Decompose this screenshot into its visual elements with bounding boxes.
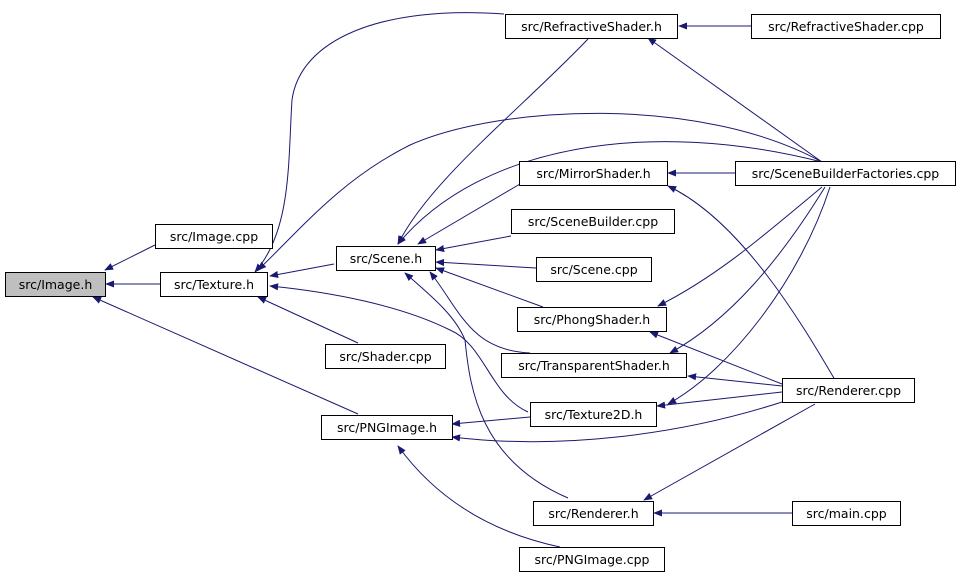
edge-scenebuilderfactories-cpp-to-texture2d-h <box>667 186 831 405</box>
edge-renderer-h-to-scene-h <box>404 272 569 499</box>
edge-scenebuilderfactories-cpp-to-scene-h <box>397 141 823 245</box>
node-phongshader-h[interactable]: src/PhongShader.h <box>517 307 667 332</box>
edge-pngimage-cpp-to-pngimage-h <box>397 445 561 548</box>
edge-pngimage-h-to-image-h <box>92 296 359 415</box>
edge-renderer-cpp-to-mirrorshader-h <box>667 185 836 381</box>
node-renderer-h[interactable]: src/Renderer.h <box>533 501 654 526</box>
node-refractiveshader-h[interactable]: src/RefractiveShader.h <box>505 14 678 39</box>
node-image-cpp[interactable]: src/Image.cpp <box>155 224 273 249</box>
edge-texture2d-h-to-pngimage-h <box>451 416 531 427</box>
edge-refractiveshader-h-to-scene-h <box>397 38 589 245</box>
node-pngimage-cpp[interactable]: src/PNGImage.cpp <box>519 547 665 572</box>
edge-shader-cpp-to-texture-h <box>257 296 359 344</box>
edge-transparentshader-h-to-scene-h <box>429 271 531 354</box>
edge-scenebuilderfactories-cpp-to-refractiveshader-h <box>647 37 823 163</box>
edge-renderer-cpp-to-transparentshader-h <box>687 373 783 387</box>
node-renderer-cpp[interactable]: src/Renderer.cpp <box>782 378 915 403</box>
edge-scene-h-to-texture-h <box>269 263 335 279</box>
node-main-cpp[interactable]: src/main.cpp <box>792 501 901 526</box>
edge-mirrorshader-h-to-scene-h <box>417 183 521 245</box>
edge-renderer-cpp-to-texture2d-h <box>656 391 783 409</box>
node-texture-h[interactable]: src/Texture.h <box>160 272 268 297</box>
edge-image-cpp-to-image-h <box>104 244 156 271</box>
node-transparentshader-h[interactable]: src/TransparentShader.h <box>501 353 687 378</box>
edge-scenebuilderfactories-cpp-to-transparentshader-h <box>669 186 826 354</box>
edge-scene-cpp-to-scene-h <box>435 258 537 269</box>
node-mirrorshader-h[interactable]: src/MirrorShader.h <box>519 161 668 186</box>
edge-phongshader-h-to-scene-h <box>435 267 544 308</box>
edge-refractiveshader-h-to-texture-h <box>254 12 505 273</box>
edge-scenebuilderfactories-cpp-to-phongshader-h <box>657 186 823 307</box>
edge-renderer-cpp-to-renderer-h <box>643 403 816 501</box>
node-scene-cpp[interactable]: src/Scene.cpp <box>536 257 652 282</box>
node-scenebuilder-cpp[interactable]: src/SceneBuilder.cpp <box>511 209 675 234</box>
edge-texture2d-h-to-texture-h <box>269 283 529 413</box>
node-refractiveshader-cpp[interactable]: src/RefractiveShader.cpp <box>751 14 941 39</box>
node-image-h: src/Image.h <box>5 272 106 297</box>
edge-scenebuilder-cpp-to-scene-h <box>435 235 512 253</box>
node-scenebuilderfactories-cpp[interactable]: src/SceneBuilderFactories.cpp <box>735 161 956 186</box>
edge-renderer-cpp-to-phongshader-h <box>649 331 783 385</box>
node-pngimage-h[interactable]: src/PNGImage.h <box>321 415 453 440</box>
node-scene-h[interactable]: src/Scene.h <box>336 246 436 271</box>
node-shader-cpp[interactable]: src/Shader.cpp <box>325 344 446 369</box>
node-texture2d-h[interactable]: src/Texture2D.h <box>530 402 657 427</box>
edge-scenebuilderfactories-cpp-to-texture-h <box>257 112 823 271</box>
